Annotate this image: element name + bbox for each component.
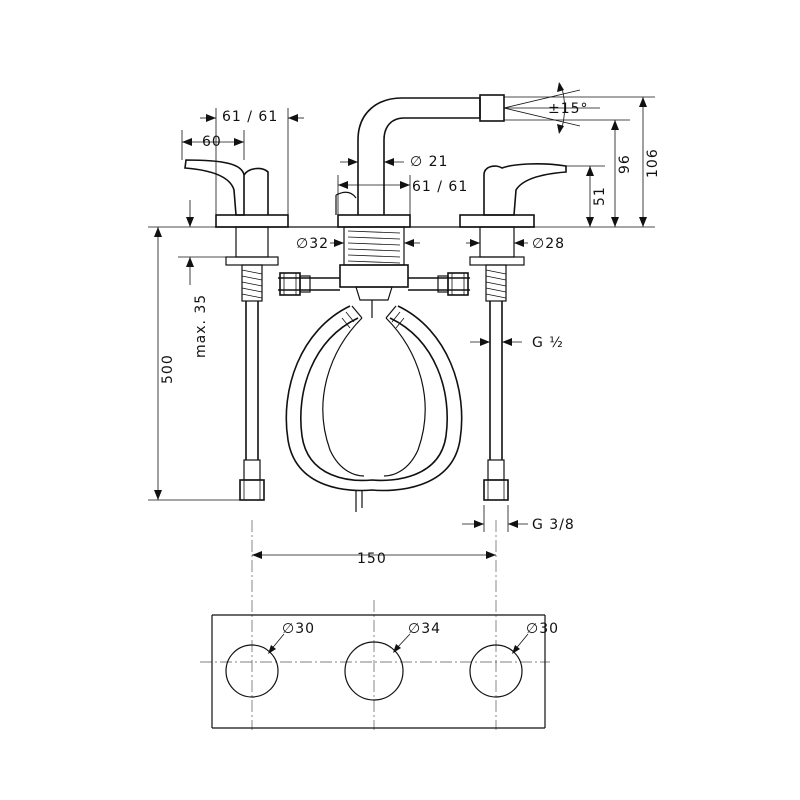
label-96: 96 (617, 154, 633, 174)
dim-500 (148, 227, 240, 501)
left-handle (184, 159, 289, 501)
label-dia-32: ∅32 (296, 236, 329, 252)
label-61-61-top: 61 / 61 (222, 109, 278, 125)
dim-g-38 (462, 505, 528, 532)
spacing-dimension (252, 551, 496, 559)
label-60: 60 (202, 134, 222, 150)
label-angle-15: ±15° (548, 101, 589, 117)
right-handle (459, 163, 567, 501)
dim-60 (181, 130, 245, 160)
hose-loops (285, 305, 463, 512)
label-g-half: G ½ (532, 335, 564, 351)
hole-right (469, 644, 523, 698)
deck-hole-template (211, 614, 546, 729)
label-500: 500 (160, 354, 176, 384)
label-hole-30-right: ∅30 (526, 621, 559, 637)
label-150: 150 (357, 551, 387, 567)
hole-center (344, 641, 404, 701)
label-dia-21: ∅ 21 (410, 154, 448, 170)
label-hole-30-left: ∅30 (282, 621, 315, 637)
label-g-38: G 3/8 (532, 517, 575, 533)
dim-61-61-mid (337, 175, 411, 215)
dim-angle-15 (503, 82, 600, 134)
dim-max-35 (178, 200, 226, 285)
dim-dia-32-28 (330, 239, 528, 247)
label-61-61-mid: 61 / 61 (412, 179, 468, 195)
label-max-35: max. 35 (193, 294, 209, 358)
label-106: 106 (645, 148, 661, 178)
label-hole-34: ∅34 (408, 621, 441, 637)
label-51: 51 (592, 186, 608, 206)
spout (335, 94, 505, 318)
cross-connectors (278, 272, 470, 296)
dim-61-61-top (200, 108, 304, 215)
hole-left (225, 644, 279, 698)
dim-dia-21 (340, 158, 404, 166)
dim-g-half (470, 338, 522, 346)
dim-heights (504, 96, 655, 227)
label-dia-28: ∅28 (532, 236, 565, 252)
